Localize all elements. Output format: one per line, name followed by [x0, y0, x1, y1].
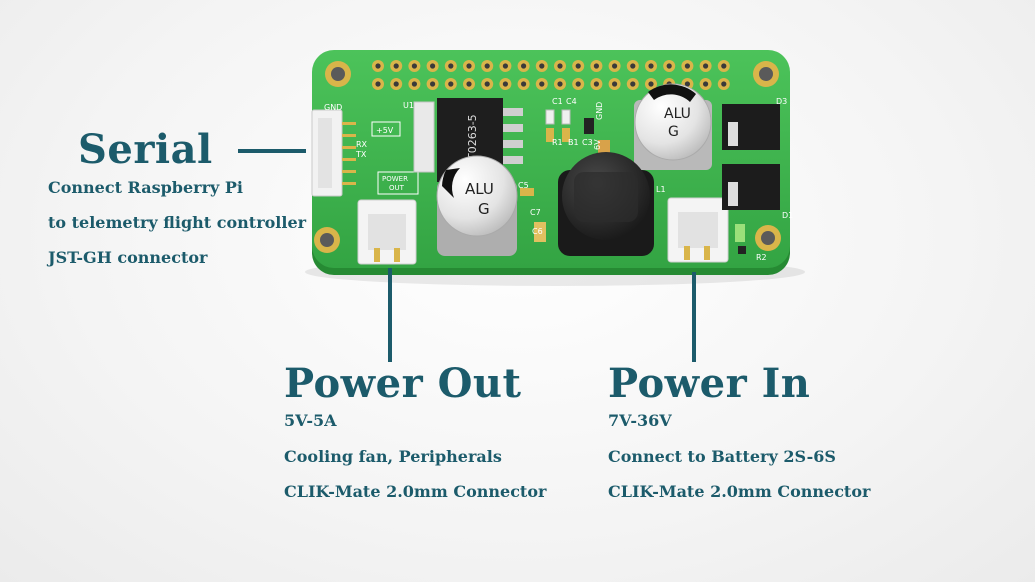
capacitor-center: ALU G [436, 155, 518, 256]
gpio-pad-hole [575, 63, 581, 69]
silk-d1: D1 [782, 211, 793, 220]
gpio-pad-hole [648, 63, 654, 69]
gpio-pad-hole [630, 63, 636, 69]
gpio-pad-hole [539, 63, 545, 69]
gpio-pad-hole [648, 81, 654, 87]
serial-connector [311, 109, 356, 197]
gpio-pad-hole [393, 63, 399, 69]
serial-line-3: JST-GH connector [48, 248, 208, 267]
silk-6v: 6V [593, 139, 602, 150]
gpio-pad-hole [684, 63, 691, 69]
gpio-pad-hole [393, 81, 399, 87]
gpio-pad-hole [521, 63, 527, 69]
gpio-pad-hole [484, 81, 490, 87]
power-out-connector [357, 199, 417, 265]
gpio-pad-hole [539, 81, 545, 87]
serial-title: Serial [78, 126, 213, 173]
silk-rx: RX [356, 140, 368, 149]
silk-tx: TX [355, 150, 367, 159]
silk-c7: C7 [530, 208, 541, 217]
gpio-pad-hole [666, 63, 672, 69]
silk-5v: +5V [376, 126, 394, 135]
gpio-pad-hole [502, 63, 508, 69]
gpio-pad-hole [612, 63, 618, 69]
gpio-pad-hole [521, 81, 527, 87]
silk-gnd: GND [324, 103, 342, 112]
gpio-pad-hole [502, 81, 508, 87]
silk-c5: C5 [518, 181, 529, 190]
silk-r2: R2 [756, 253, 767, 262]
cap-center-label2: G [478, 200, 490, 218]
gpio-pad-hole [557, 81, 563, 87]
power-out-title: Power Out [284, 360, 522, 407]
silk-c4: C4 [566, 97, 577, 106]
serial-line-2: to telemetry flight controller [48, 213, 307, 232]
diodes [722, 104, 780, 254]
cap-top-label2: G [668, 124, 679, 140]
gpio-pad-hole [630, 81, 636, 87]
gpio-pad-hole [375, 63, 381, 69]
gpio-pad-hole [684, 81, 691, 87]
gpio-pad-hole [466, 81, 472, 87]
cap-center-label: ALU [465, 180, 494, 198]
power-out-line-2: Cooling fan, Peripherals [284, 447, 502, 466]
gpio-pad-hole [448, 63, 454, 69]
inductor [558, 152, 654, 256]
silk-out: OUT [389, 184, 405, 192]
gpio-pad-hole [430, 63, 436, 69]
power-in-connector [667, 197, 729, 263]
power-in-leader-line [692, 272, 696, 362]
gpio-header-pads [372, 60, 730, 90]
silk-c6: C6 [532, 227, 543, 236]
gpio-pad-hole [484, 63, 490, 69]
power-out-line-3: CLIK-Mate 2.0mm Connector [284, 482, 547, 501]
gpio-pad-hole [575, 81, 581, 87]
gpio-pad-hole [703, 63, 709, 69]
power-out-leader-line [388, 268, 392, 362]
silk-chip: T0263-5 [466, 114, 479, 161]
power-out-line-1: 5V-5A [284, 411, 337, 430]
gpio-pad-hole [448, 81, 454, 87]
silk-r1: R1 [552, 138, 563, 147]
power-in-line-3: CLIK-Mate 2.0mm Connector [608, 482, 871, 501]
gpio-pad-hole [703, 81, 709, 87]
gpio-pad-hole [721, 63, 727, 69]
gpio-pad-hole [612, 81, 618, 87]
power-in-title: Power In [608, 360, 811, 407]
gpio-pad-hole [466, 63, 472, 69]
gpio-pad-hole [411, 81, 417, 87]
gpio-pad-hole [593, 81, 600, 87]
silk-l1: L1 [656, 185, 666, 194]
silk-d3: D3 [776, 97, 787, 106]
silk-power: POWER [382, 175, 408, 183]
gpio-pad-hole [721, 81, 727, 87]
power-in-line-2: Connect to Battery 2S-6S [608, 447, 836, 466]
power-in-line-1: 7V-36V [608, 411, 672, 430]
silk-b1: B1 [568, 138, 579, 147]
gpio-pad-hole [375, 81, 381, 87]
gpio-pad-hole [430, 81, 436, 87]
silk-gnd2: GND [595, 102, 604, 120]
silk-c1: C1 [552, 97, 563, 106]
serial-leader-line [238, 149, 306, 153]
mounting-holes [314, 61, 781, 253]
gpio-pad-hole [593, 63, 600, 69]
silk-u1: U1 [403, 101, 414, 110]
serial-line-1: Connect Raspberry Pi [48, 178, 243, 197]
cap-top-label: ALU [664, 106, 691, 122]
gpio-pad-hole [411, 63, 417, 69]
gpio-pad-hole [557, 63, 563, 69]
capacitor-top: ALU G [634, 83, 712, 170]
silk-c3: C3 [582, 138, 593, 147]
